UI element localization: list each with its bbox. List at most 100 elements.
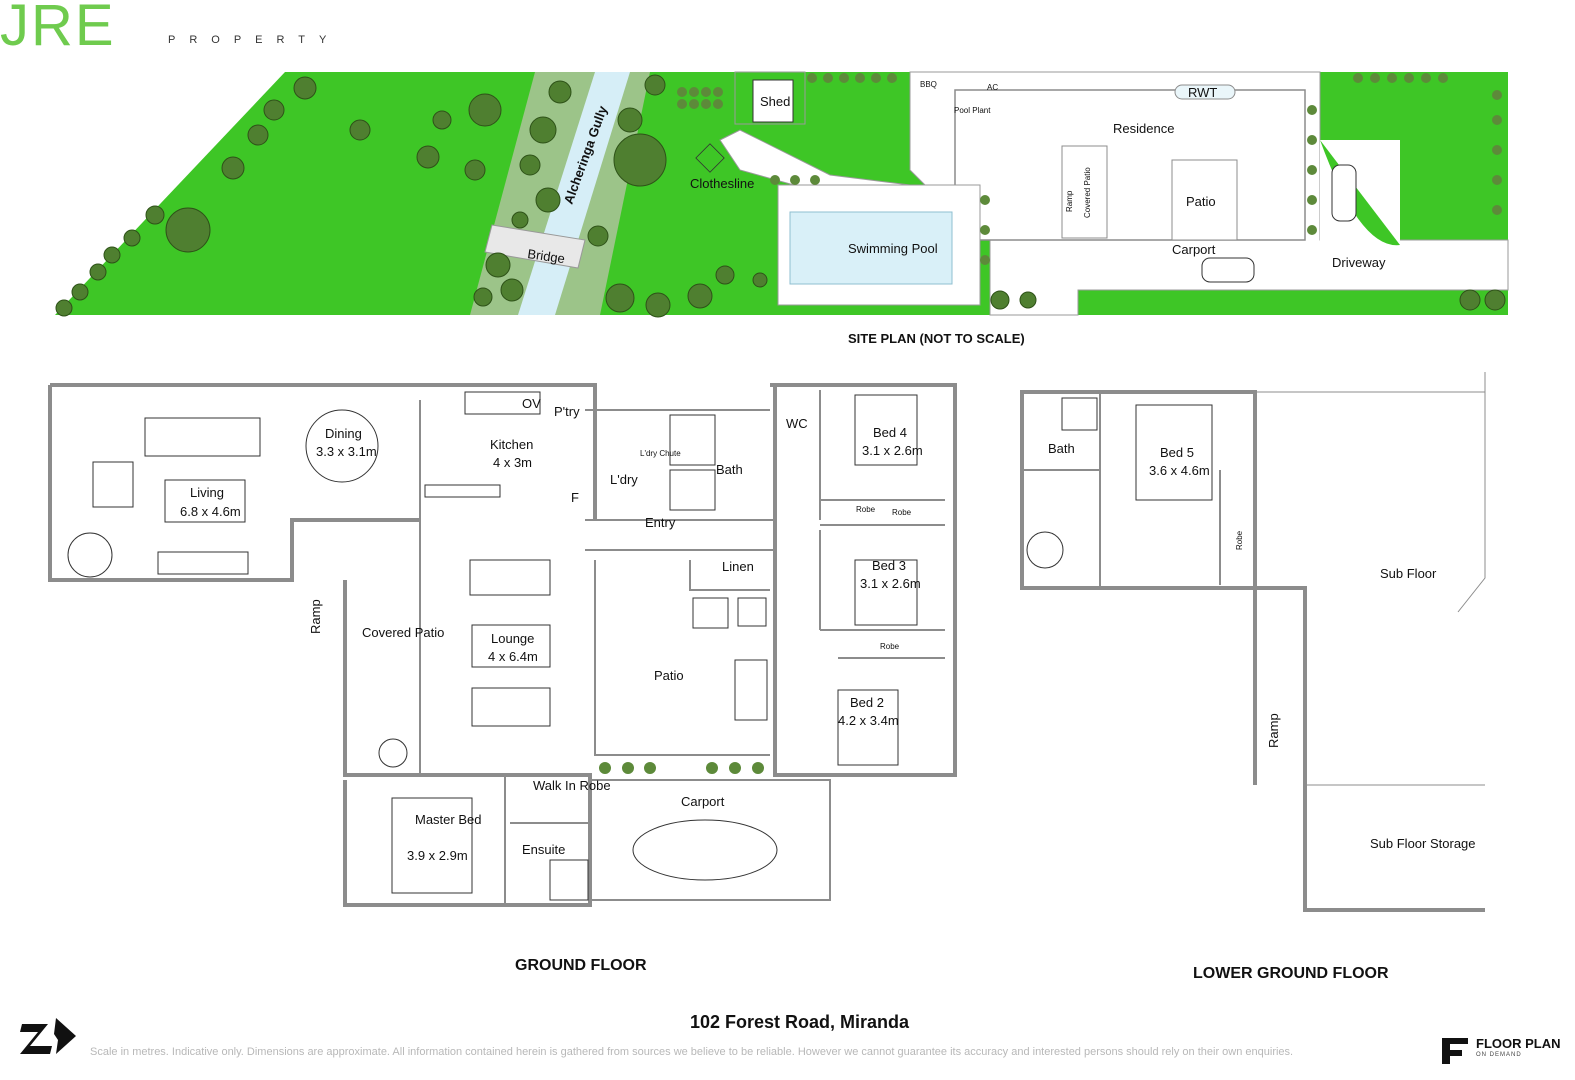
- shed-yard: [734, 71, 806, 125]
- gf-inner-walls: [419, 390, 945, 905]
- site-label-driveway: Driveway: [1332, 255, 1386, 270]
- site-trees: [55, 74, 1506, 318]
- gf-ensuite: Ensuite: [522, 842, 565, 857]
- floor-plan-on-demand-icon: [1442, 1038, 1468, 1064]
- brand-subtitle: PROPERTY: [168, 34, 341, 46]
- lower-ground-floor-title: LOWER GROUND FLOOR: [1193, 965, 1389, 982]
- rwt-tank: [1174, 84, 1236, 100]
- gf-patio-chair1: [692, 597, 729, 629]
- gf-robe-3: Robe: [880, 642, 900, 651]
- gf-robe-2: Robe: [892, 508, 912, 517]
- site-plan: Shed Alcheringa Gully Bridge Clothesline…: [55, 71, 1509, 346]
- gf-kitchen-name: Kitchen: [490, 437, 533, 452]
- gf-lounge-name: Lounge: [491, 631, 534, 646]
- gf-kitchen-bench: [464, 391, 541, 415]
- ground-floor-plan: [48, 383, 957, 907]
- lower-ground-floor-plan: [1020, 372, 1486, 912]
- gf-walk-in-robe: Walk In Robe: [533, 778, 611, 793]
- gf-pantry: P'try: [554, 404, 580, 419]
- site-label-bbq: BBQ: [920, 80, 937, 89]
- site-label-patio: Patio: [1186, 194, 1216, 209]
- gf-rug-living: [164, 479, 246, 523]
- ground-floor-labels: Dining 3.3 x 3.1m Living 6.8 x 4.6m Kitc…: [180, 396, 923, 974]
- gf-patio: Patio: [654, 668, 684, 683]
- gf-bed4-dims: 3.1 x 2.6m: [862, 443, 923, 458]
- gf-carport-car: [632, 819, 778, 881]
- gf-bed3-dims: 3.1 x 2.6m: [860, 576, 921, 591]
- lgf-robe: Robe: [1235, 530, 1244, 550]
- lgf-sub-floor: Sub Floor: [1380, 566, 1437, 581]
- z-logo-icon: [20, 1018, 76, 1054]
- ground-floor-hedge: [599, 762, 764, 774]
- lgf-subfloor-outline: [1255, 372, 1486, 786]
- gf-armchair-living: [92, 461, 134, 508]
- gf-dining-dims: 3.3 x 3.1m: [316, 444, 377, 459]
- gf-bed2-dims: 4.2 x 3.4m: [838, 713, 899, 728]
- gf-patio-chair2: [737, 597, 767, 627]
- gf-bed2: [837, 689, 899, 766]
- patio-site: [1171, 159, 1238, 241]
- gf-wc: WC: [786, 416, 808, 431]
- gf-living-walls: [48, 385, 420, 582]
- lower-ground-fixtures: [1026, 397, 1213, 569]
- clothesline: [695, 143, 725, 173]
- site-label-ramp: Ramp: [1065, 190, 1074, 212]
- driveway-car-site: [1331, 164, 1357, 222]
- gf-master-dims: 3.9 x 2.9m: [407, 848, 468, 863]
- gf-tv-unit: [157, 551, 249, 575]
- gf-carport: Carport: [681, 794, 725, 809]
- shed: [752, 79, 794, 123]
- lgf-stair: [1026, 531, 1064, 569]
- site-label-swimming-pool: Swimming Pool: [848, 241, 938, 256]
- gf-bed3-name: Bed 3: [872, 558, 906, 573]
- lgf-ramp: Ramp: [1266, 713, 1281, 748]
- covered-patio-site: [1061, 145, 1108, 239]
- gf-bed4-name: Bed 4: [873, 425, 907, 440]
- lgf-inner-walls: [1022, 392, 1221, 588]
- lower-ground-labels: Bath Bed 5 3.6 x 4.6m Robe Sub Floor Ram…: [1048, 441, 1476, 982]
- gf-lounge-sofa-bottom: [471, 687, 551, 727]
- gf-bath-shower2: [669, 469, 716, 511]
- carport-car-site: [1201, 257, 1255, 283]
- site-label-carport: Carport: [1172, 242, 1216, 257]
- gf-dining-name: Dining: [325, 426, 362, 441]
- property-address: 102 Forest Road, Miranda: [690, 1012, 910, 1032]
- gf-bed4: [854, 394, 918, 466]
- gf-linen: Linen: [722, 559, 754, 574]
- site-label-shed: Shed: [760, 94, 790, 109]
- site-label-covered-patio: Covered Patio: [1083, 167, 1092, 218]
- gf-laundry-chute: L'dry Chute: [640, 449, 681, 458]
- gf-kitchen-island: [424, 484, 501, 498]
- lgf-sub-floor-storage: Sub Floor Storage: [1370, 836, 1476, 851]
- gf-master-name: Master Bed: [415, 812, 481, 827]
- gf-stair-living: [67, 532, 113, 578]
- gf-master-bed: [391, 797, 473, 894]
- gf-covered-patio: Covered Patio: [362, 625, 444, 640]
- site-hedges: [677, 73, 1502, 265]
- gf-patio-table: [734, 659, 768, 721]
- gf-living-dims: 6.8 x 4.6m: [180, 504, 241, 519]
- gf-dining-table: [305, 409, 379, 483]
- gf-patio-chair-round: [378, 738, 408, 768]
- disclaimer-text: Scale in metres. Indicative only. Dimens…: [90, 1046, 1294, 1058]
- site-label-clothesline: Clothesline: [690, 176, 754, 191]
- gf-robe-1: Robe: [856, 505, 876, 514]
- site-label-bridge: Bridge: [527, 246, 566, 266]
- lgf-bath: Bath: [1048, 441, 1075, 456]
- gf-kitchen-dims: 4 x 3m: [493, 455, 532, 470]
- residence-footprint: [954, 89, 1306, 241]
- brand-logo: JRE: [0, 0, 116, 58]
- footer-brand-name: FLOOR PLAN: [1476, 1036, 1561, 1051]
- gf-fridge: F: [571, 490, 579, 505]
- site-plan-title: SITE PLAN (NOT TO SCALE): [848, 331, 1025, 346]
- gf-bath-shower: [669, 414, 716, 466]
- lgf-shower: [1061, 397, 1098, 431]
- gf-ramp: Ramp: [308, 599, 323, 634]
- footer-brand-sub: ON DEMAND: [1476, 1052, 1522, 1058]
- gf-ensuite-shower: [549, 859, 589, 901]
- gf-lounge-sofa-top: [469, 559, 551, 596]
- gf-sofa-living: [144, 417, 261, 457]
- bridge: [484, 224, 586, 269]
- site-label-residence: Residence: [1113, 121, 1174, 136]
